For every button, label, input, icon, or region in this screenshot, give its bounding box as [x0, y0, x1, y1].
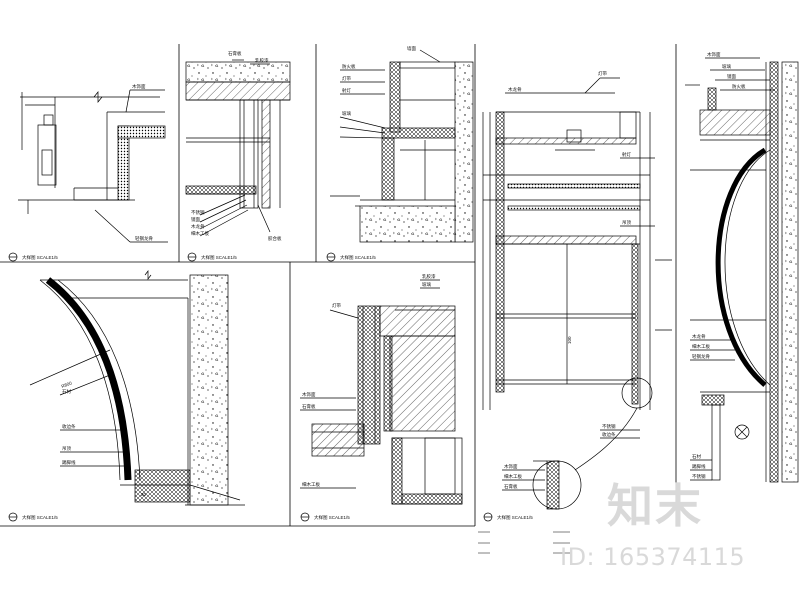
callout-label: 收边条 — [62, 423, 76, 430]
callout-label: 乳胶漆 — [255, 57, 269, 64]
callout-label: 胶合板 — [268, 235, 282, 242]
callout-label: 玻璃 — [422, 281, 431, 288]
callout-label: 石膏板 — [228, 50, 242, 57]
detail-4-drawing — [29, 269, 245, 506]
detail-1-title: 大样图 SCALE1/5 — [8, 252, 58, 262]
callout-label: 木饰面 — [707, 51, 721, 58]
detail-4-title: 大样图 SCALE1/5 — [8, 512, 58, 522]
detail-6-title-text: 大样图 SCALE1/5 — [497, 514, 533, 521]
detail-5-title: 大样图 SCALE1/5 — [300, 512, 350, 522]
callout-label: 不锈钢 — [191, 209, 205, 216]
detail-1-title-text: 大样图 SCALE1/5 — [22, 254, 58, 261]
callout-label: 防火板 — [342, 63, 356, 70]
detail-6-drawing — [482, 77, 672, 510]
callout-label: 石材 — [62, 388, 71, 395]
callout-label: 木饰面 — [504, 463, 518, 470]
notes-area — [478, 531, 570, 554]
callout-label: 踢脚线 — [692, 463, 706, 470]
callout-label: 石膏板 — [504, 483, 518, 490]
callout-label: 轻钢龙骨 — [692, 353, 710, 360]
callout-label: 灯带 — [332, 302, 341, 309]
detail-6-title: 大样图 SCALE1/5 — [483, 512, 533, 522]
callout-label: 玻璃 — [722, 63, 731, 70]
detail-2-title-text: 大样图 SCALE1/5 — [201, 254, 237, 261]
panel-borders — [0, 44, 677, 527]
callout-label: 踢脚线 — [62, 459, 76, 466]
callout-label: 轻钢龙骨 — [135, 235, 153, 242]
callout-label: 镜面 — [191, 216, 200, 223]
callout-label: 木饰面 — [302, 391, 316, 398]
dimension-label: 20 — [141, 492, 147, 497]
callout-label: 木龙骨 — [191, 223, 205, 230]
callout-label: 石材 — [692, 453, 701, 460]
callout-label: 细木工板 — [504, 473, 522, 480]
callout-label: 防火板 — [732, 83, 746, 90]
detail-1-drawing — [18, 89, 168, 243]
callout-label: 镜面 — [727, 73, 736, 80]
dimension-label: 100 — [567, 336, 572, 344]
detail-3-drawing — [330, 49, 474, 243]
detail-3-title-text: 大样图 SCALE1/5 — [340, 254, 376, 261]
callout-label: 吊顶 — [62, 446, 71, 452]
detail-5-title-text: 大样图 SCALE1/5 — [314, 514, 350, 521]
callout-label: 墙面 — [407, 45, 416, 52]
callout-label: 射灯 — [622, 151, 631, 158]
callout-label: 木龙骨 — [692, 333, 706, 340]
dimension-label: R800 — [61, 380, 73, 389]
callout-label: 吊顶 — [622, 220, 631, 226]
callout-label: 细木工板 — [302, 481, 320, 488]
watermark-id: ID: 165374115 — [560, 543, 746, 571]
callout-label: 细木工板 — [191, 230, 209, 237]
detail-4-title-text: 大样图 SCALE1/5 — [22, 514, 58, 521]
detail-2-drawing — [185, 59, 291, 237]
callout-label: 乳胶漆 — [422, 273, 436, 280]
callout-label: 灯带 — [342, 75, 351, 82]
callout-label: 细木工板 — [692, 343, 710, 350]
detail-5-drawing — [300, 279, 463, 505]
detail-3-title: 大样图 SCALE1/5 — [326, 252, 376, 262]
detail-7-drawing — [685, 57, 799, 483]
callout-label: 不锈钢 — [692, 473, 706, 480]
callout-label: 射灯 — [342, 87, 351, 94]
callout-label: 木龙骨 — [508, 86, 522, 93]
callout-label: 玻璃 — [342, 110, 351, 117]
callout-label: 收边条 — [602, 431, 616, 438]
detail-2-title: 大样图 SCALE1/5 — [187, 252, 237, 262]
callout-label: 木饰面 — [132, 83, 146, 90]
callout-label: 灯带 — [598, 70, 607, 77]
watermark-logo: 知末 — [607, 479, 703, 533]
callout-label: 不锈钢 — [602, 423, 616, 430]
callout-label: 石膏板 — [302, 403, 316, 410]
